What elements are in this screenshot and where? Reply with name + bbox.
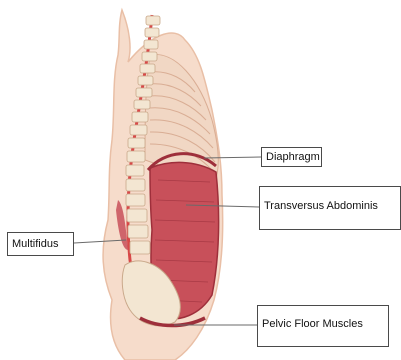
multifidus-label: Multifidus	[7, 232, 74, 256]
transversus-abdominis-label: Transversus Abdominis	[259, 186, 401, 230]
pelvic-floor-label: Pelvic Floor Muscles	[257, 305, 389, 347]
diaphragm-label: Diaphragm	[261, 147, 322, 167]
